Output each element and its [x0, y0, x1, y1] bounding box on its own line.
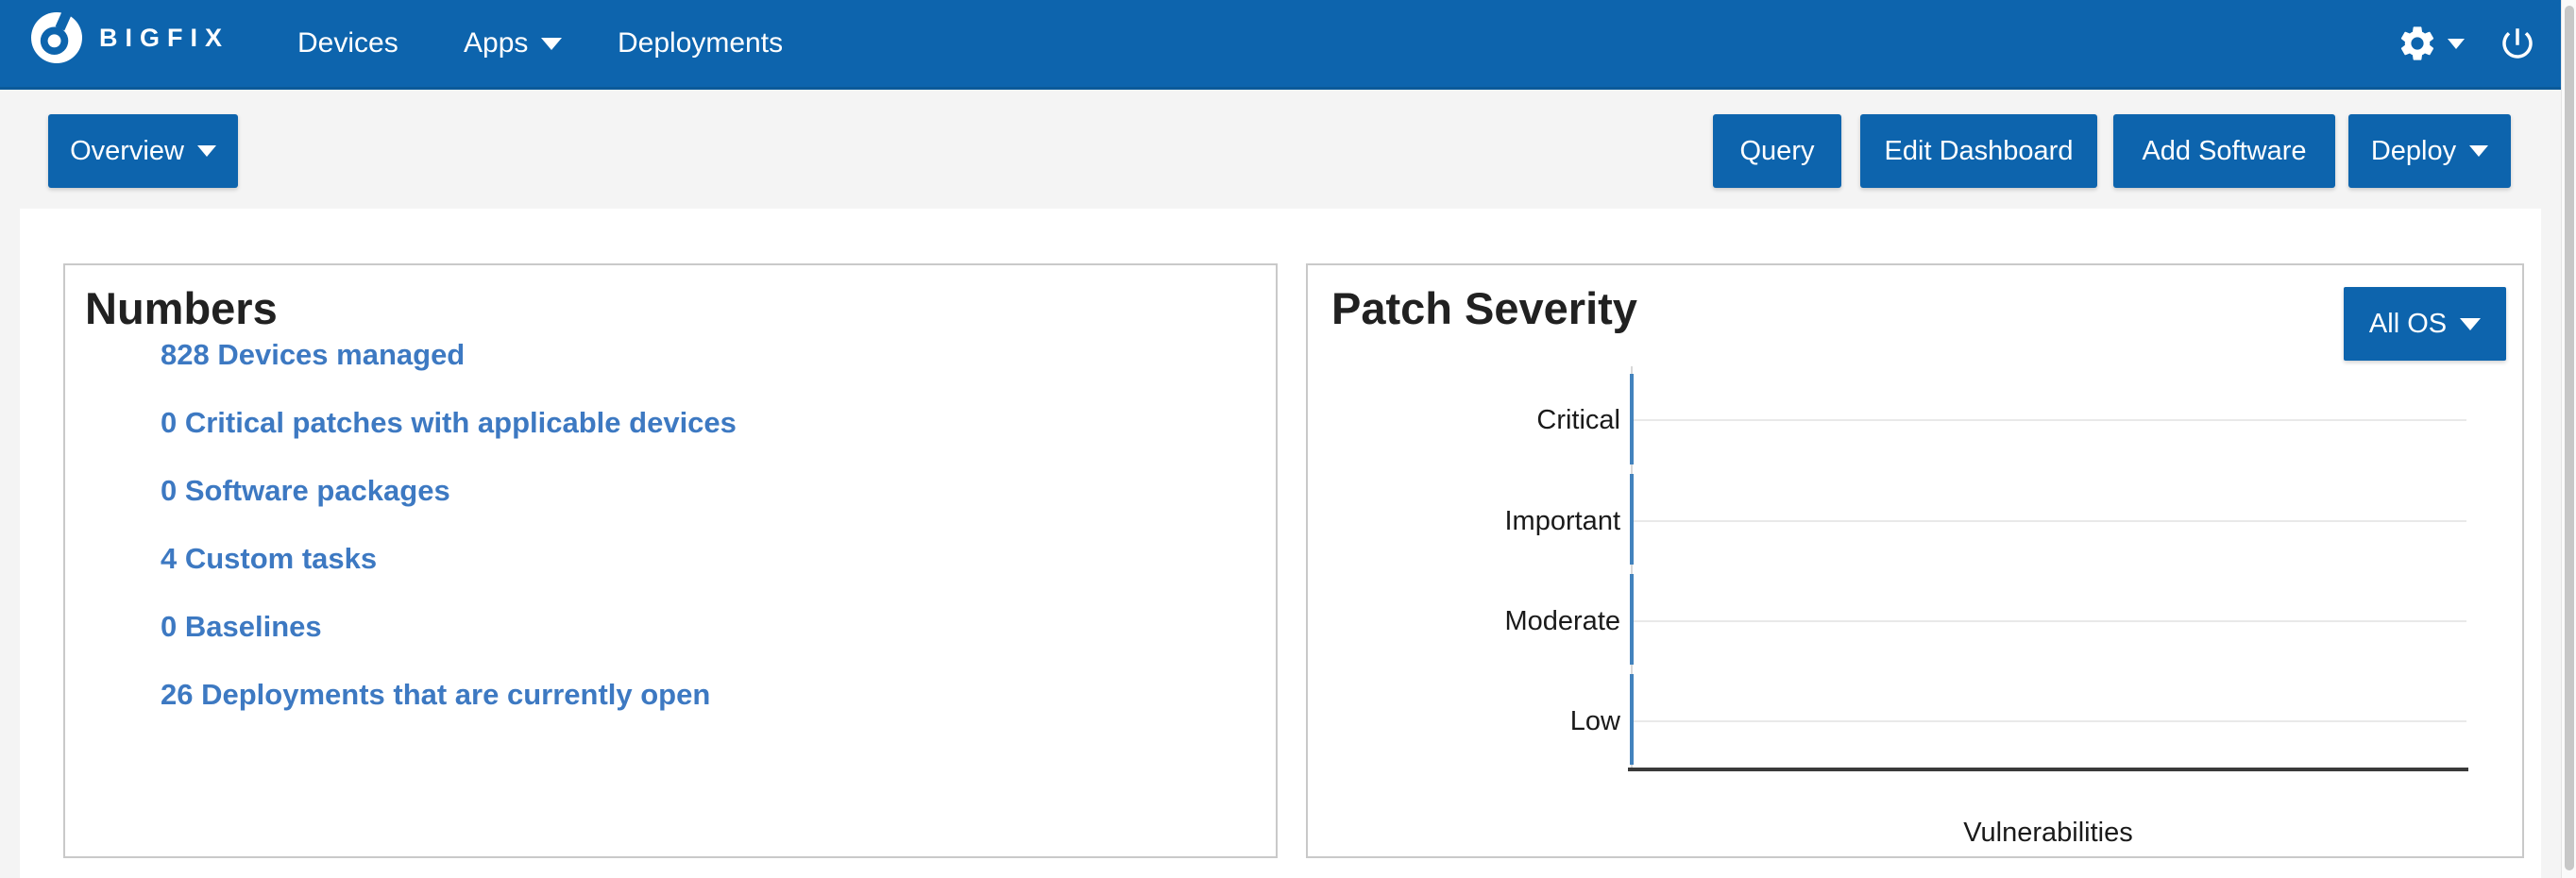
patch-severity-bar-chart: Critical Important Moderate Low Vulnerab…	[1308, 265, 2526, 860]
chart-gridline	[1634, 620, 2466, 622]
software-packages-link[interactable]: 0 Software packages	[161, 474, 450, 507]
dashboard-content: Numbers 828 Devices managed 0 Critical p…	[20, 209, 2541, 878]
chart-x-axis-line	[1628, 768, 2468, 771]
list-item: 26 Deployments that are currently open	[161, 661, 737, 729]
nav-item-devices-label: Devices	[297, 27, 398, 59]
chart-gridline	[1634, 520, 2466, 522]
category-label-important: Important	[1504, 506, 1621, 536]
deploy-label: Deploy	[2370, 135, 2457, 166]
vertical-scrollbar-thumb[interactable]	[2565, 6, 2574, 870]
category-label-moderate: Moderate	[1504, 606, 1620, 636]
os-filter-label: All OS	[2368, 308, 2448, 339]
top-navbar: BIGFIX Devices Apps Deployments	[0, 0, 2561, 90]
query-button[interactable]: Query	[1713, 114, 1841, 188]
patch-severity-panel-title: Patch Severity	[1331, 283, 1637, 333]
list-item: 4 Custom tasks	[161, 525, 737, 593]
list-item: 0 Critical patches with applicable devic…	[161, 389, 737, 457]
custom-tasks-link[interactable]: 4 Custom tasks	[161, 542, 378, 575]
nav-item-apps[interactable]: Apps	[464, 0, 563, 87]
chart-gridline	[1634, 419, 2466, 421]
numbers-panel-title: Numbers	[85, 283, 278, 333]
chart-y-axis-tick	[1630, 474, 1634, 565]
overview-label: Overview	[70, 135, 184, 166]
chevron-down-icon	[196, 145, 216, 157]
category-label-low: Low	[1569, 706, 1620, 736]
category-label-critical: Critical	[1536, 405, 1620, 435]
chart-x-axis-title: Vulnerabilities	[1963, 818, 2133, 848]
bigfix-brand[interactable]: BIGFIX	[31, 12, 229, 63]
add-software-label: Add Software	[2142, 135, 2307, 166]
power-icon	[2502, 28, 2533, 59]
query-label: Query	[1739, 135, 1815, 166]
gear-icon	[2400, 26, 2434, 60]
add-software-button[interactable]: Add Software	[2113, 114, 2335, 188]
list-item: 0 Baselines	[161, 593, 737, 661]
chart-gridline	[1634, 720, 2466, 722]
brand-text: BIGFIX	[99, 23, 230, 52]
chart-y-axis-tick	[1630, 574, 1634, 665]
vertical-scrollbar-track[interactable]	[2561, 0, 2576, 878]
nav-item-devices[interactable]: Devices	[297, 0, 398, 87]
list-item: 0 Software packages	[161, 457, 737, 525]
bigfix-logo-icon	[31, 12, 82, 63]
settings-menu-button[interactable]	[2397, 0, 2438, 87]
edit-dashboard-button[interactable]: Edit Dashboard	[1860, 114, 2097, 188]
list-item: 828 Devices managed	[161, 321, 737, 389]
nav-item-deployments-label: Deployments	[618, 27, 784, 59]
nav-item-apps-label: Apps	[464, 27, 529, 59]
nav-item-deployments[interactable]: Deployments	[618, 0, 783, 87]
devices-managed-link[interactable]: 828 Devices managed	[161, 338, 466, 371]
baselines-link[interactable]: 0 Baselines	[161, 610, 322, 643]
open-deployments-link[interactable]: 26 Deployments that are currently open	[161, 678, 711, 711]
chart-y-axis-line	[1631, 366, 1633, 770]
chevron-down-icon	[2469, 145, 2489, 157]
settings-chevron-down-icon	[2448, 0, 2465, 87]
logout-button[interactable]	[2498, 0, 2537, 87]
chevron-down-icon	[2460, 317, 2482, 330]
deploy-dropdown-button[interactable]: Deploy	[2348, 114, 2511, 188]
chart-y-axis-tick	[1630, 674, 1634, 765]
critical-patches-link[interactable]: 0 Critical patches with applicable devic…	[161, 406, 737, 439]
chevron-down-icon	[541, 37, 563, 50]
chart-y-axis-tick	[1630, 374, 1634, 464]
patch-severity-panel: Patch Severity All OS Critical Important…	[1306, 263, 2524, 858]
os-filter-dropdown-button[interactable]: All OS	[2344, 287, 2506, 361]
overview-dropdown-button[interactable]: Overview	[48, 114, 238, 188]
numbers-panel: Numbers 828 Devices managed 0 Critical p…	[63, 263, 1278, 858]
edit-dashboard-label: Edit Dashboard	[1884, 135, 2074, 166]
numbers-link-list: 828 Devices managed 0 Critical patches w…	[161, 321, 737, 729]
